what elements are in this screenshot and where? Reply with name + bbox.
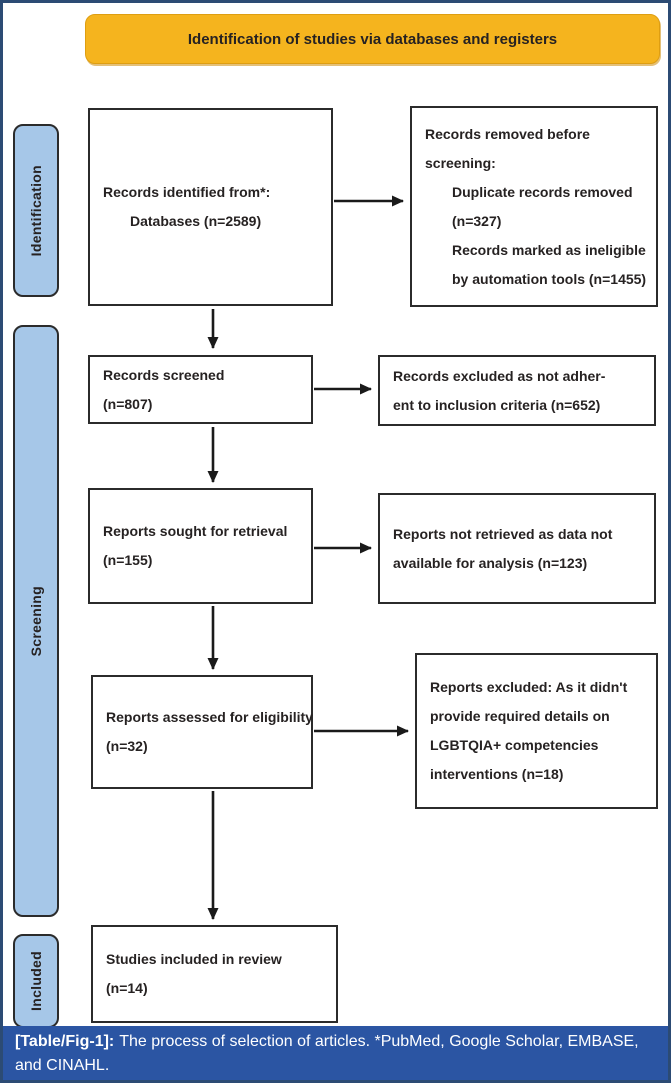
box-records-screened: Records screened (n=807) — [88, 355, 313, 424]
box-text-line: (n=327) — [452, 213, 502, 229]
box-text-line: interventions (n=18) — [430, 766, 564, 782]
stage-bar-screening: Screening — [13, 325, 59, 917]
box-text-line: screening: — [425, 155, 496, 171]
box-reports-not-retrieved: Reports not retrieved as data not availab… — [378, 493, 656, 604]
banner-title: Identification of studies via databases … — [85, 14, 660, 64]
caption-text: The process of selection of articles. *P… — [15, 1033, 639, 1074]
box-text-line: (n=14) — [106, 980, 148, 996]
box-reports-excluded: Reports excluded: As it didn't provide re… — [415, 653, 658, 809]
box-text-line: Duplicate records removed — [452, 184, 633, 200]
box-text-line: ent to inclusion criteria (n=652) — [393, 396, 601, 413]
box-records-removed: Records removed before screening: Duplicat… — [410, 106, 658, 307]
box-text-line: LGBTQIA+ competencies — [430, 737, 599, 753]
box-text-line: Records marked as ineligible — [452, 242, 646, 258]
box-text-line: Records excluded as not adher- — [393, 367, 606, 384]
box-records-identified: Records identified from*: Databases (n=25… — [88, 108, 333, 306]
box-records-excluded: Records excluded as not adher-ent to inc… — [378, 355, 656, 426]
box-text-line: Records identified from*: — [103, 184, 271, 200]
stage-bar-identification: Identification — [13, 124, 59, 297]
box-text-line: (n=155) — [103, 552, 153, 568]
box-text-line: Records screened — [103, 366, 225, 383]
figure-caption: [Table/Fig-1]:The process of selection o… — [3, 1026, 668, 1080]
box-text-line: Reports assessed for eligibility — [106, 709, 313, 725]
box-text-line: Reports sought for retrieval — [103, 523, 288, 539]
box-text-line: available for analysis (n=123) — [393, 554, 588, 571]
stage-label-included: Included — [28, 951, 44, 1011]
box-studies-included: Studies included in review (n=14) — [91, 925, 338, 1023]
stage-label-screening: Screening — [28, 585, 44, 657]
box-text-line: by automation tools (n=1455) — [452, 271, 647, 287]
caption-label: [Table/Fig-1]: — [15, 1033, 115, 1050]
box-text-line: Databases (n=2589) — [130, 213, 262, 229]
box-text-line: Records removed before — [425, 126, 590, 142]
box-text-line: provide required details on — [430, 708, 610, 724]
box-text-line: Reports not retrieved as data not — [393, 525, 613, 542]
banner-title-label: Identification of studies via databases … — [187, 30, 558, 48]
box-text-line: (n=32) — [106, 738, 148, 754]
box-text-line: Reports excluded: As it didn't — [430, 679, 628, 695]
box-reports-assessed: Reports assessed for eligibility (n=32) — [91, 675, 313, 789]
box-text-line: Studies included in review — [106, 951, 282, 967]
box-text-line: (n=807) — [103, 395, 153, 412]
stage-label-identification: Identification — [28, 164, 44, 257]
box-reports-sought: Reports sought for retrieval (n=155) — [88, 488, 313, 604]
stage-bar-included: Included — [13, 934, 59, 1028]
